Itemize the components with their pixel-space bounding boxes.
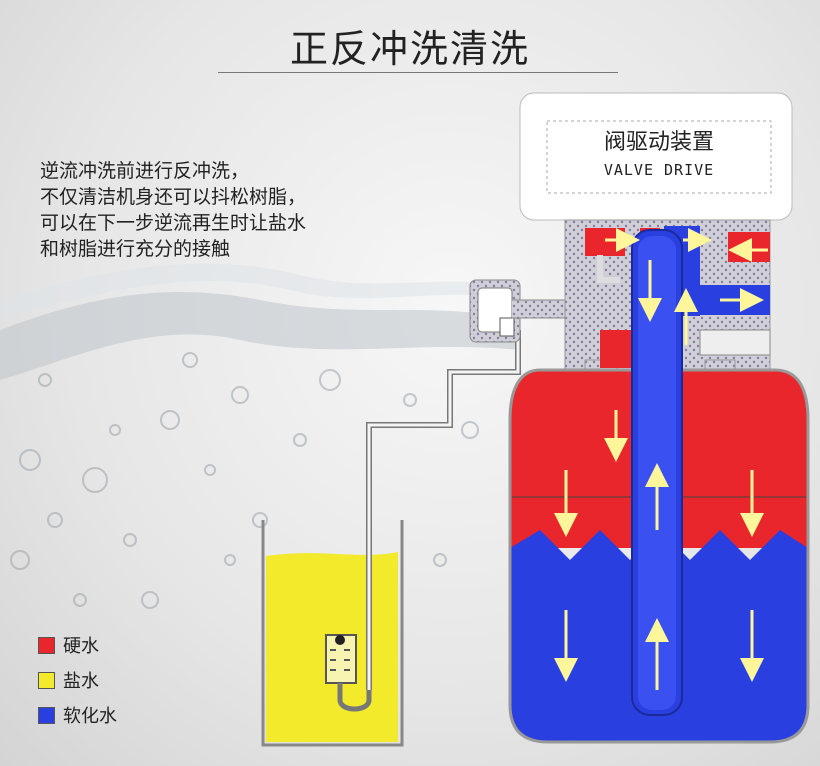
injector-housing <box>469 279 571 343</box>
flow-arrows <box>554 228 768 690</box>
legend-swatch <box>38 636 55 654</box>
legend-item-hard-water: 硬水 <box>38 636 117 657</box>
description-line: 和树脂进行充分的接触 <box>40 238 231 260</box>
legend-item-brine: 盐水 <box>38 671 117 692</box>
legend: 硬水 盐水 软化水 <box>38 636 117 741</box>
legend-swatch <box>38 706 55 724</box>
page-title: 正反冲洗清洗 <box>289 27 530 71</box>
legend-label: 软化水 <box>63 706 117 727</box>
legend-label: 硬水 <box>63 636 99 657</box>
pressure-tank <box>508 229 810 744</box>
description: 逆流冲洗前进行反冲洗， 不仅清洁机身还可以抖松树脂， 可以在下一步逆流再生时让盐… <box>40 158 306 262</box>
description-line: 不仅清洁机身还可以抖松树脂， <box>40 186 307 208</box>
legend-label: 盐水 <box>63 671 99 692</box>
brine-tank <box>261 520 404 747</box>
water-splash <box>0 263 520 609</box>
description-line: 逆流冲洗前进行反冲洗， <box>40 160 250 182</box>
description-line: 可以在下一步逆流再生时让盐水 <box>40 212 307 234</box>
valve-drive-subtitle: VALVE DRIVE <box>603 161 715 179</box>
valve-drive-inner-frame <box>546 120 772 194</box>
valve-drive-title: 阀驱动装置 <box>603 130 714 155</box>
title-underline <box>218 72 618 73</box>
legend-item-soft-water: 软化水 <box>38 706 117 727</box>
legend-swatch <box>38 671 55 689</box>
valve-drive-box <box>519 92 793 221</box>
